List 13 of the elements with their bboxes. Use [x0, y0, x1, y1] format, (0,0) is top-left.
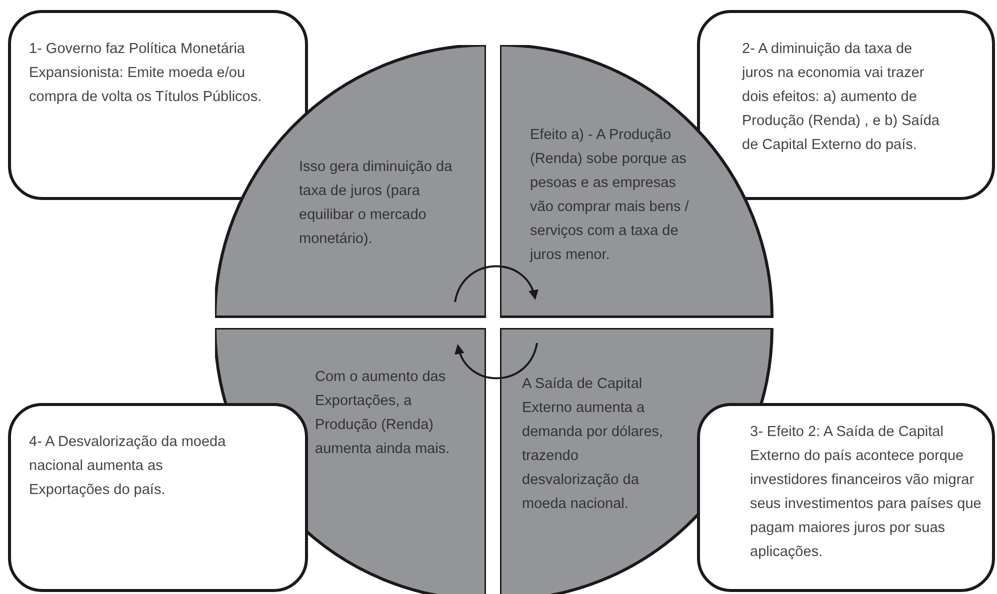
segment-text: Com o aumento das Exportações, a Produção (Renda) aumenta ainda mais. — [315, 368, 451, 459]
box-text: 3- Efeito 2: A Saída de Capital Externo do país acontece porque investidores financeiros vão migrar seus investimentos para países que pagam maiores juros por suas aplicações. — [750, 423, 982, 562]
box-text: 2- A diminuição da taxa de juros na economia vai trazer dois efeitos: a) aumento de Produção (Renda) , e b) Saída de Capital Externo do país. — [742, 40, 940, 155]
segment-text: A Saída de Capital Externo aumenta a demanda por dólares, trazendo desvalorização da moeda nacional. — [522, 375, 664, 514]
curved-arrow — [456, 342, 538, 380]
rounded-text-box — [8, 403, 308, 592]
segment-text: Efeito a) - A Produção (Renda) sobe porque as pesoas e as empresas vão comprar mais bens / serviços com a taxa de juros menor. — [530, 126, 690, 265]
rounded-text-box — [697, 403, 995, 592]
box-text: 1- Governo faz Política Monetária Expansionista: Emite moeda e/ou compra de volta os Títulos Públicos. — [29, 40, 263, 107]
segment-text: Isso gera diminuição da taxa de juros (para equilibar o mercado monetário). — [299, 158, 454, 249]
box-text: 4- A Desvalorização da moeda nacional aumenta as Exportações do país. — [29, 433, 227, 500]
rounded-text-box — [697, 10, 995, 200]
curved-arrow — [454, 265, 538, 302]
